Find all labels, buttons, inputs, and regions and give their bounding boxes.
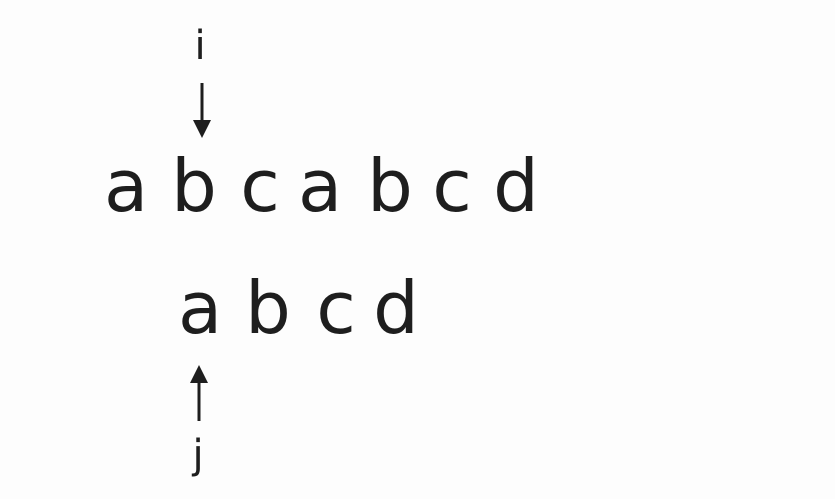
- pointer-j-label: j: [192, 432, 204, 478]
- text-char: c: [432, 144, 472, 228]
- pattern-char: d: [373, 266, 419, 350]
- pattern-char: c: [316, 266, 356, 350]
- text-char: c: [240, 144, 280, 228]
- text-char: d: [493, 144, 539, 228]
- text-char: a: [103, 144, 149, 228]
- pattern-char: a: [177, 266, 223, 350]
- pattern-char: b: [245, 266, 291, 350]
- text-char: b: [367, 144, 413, 228]
- pointer-i-label: i: [194, 23, 206, 69]
- text-char: b: [171, 144, 217, 228]
- text-char: a: [297, 144, 343, 228]
